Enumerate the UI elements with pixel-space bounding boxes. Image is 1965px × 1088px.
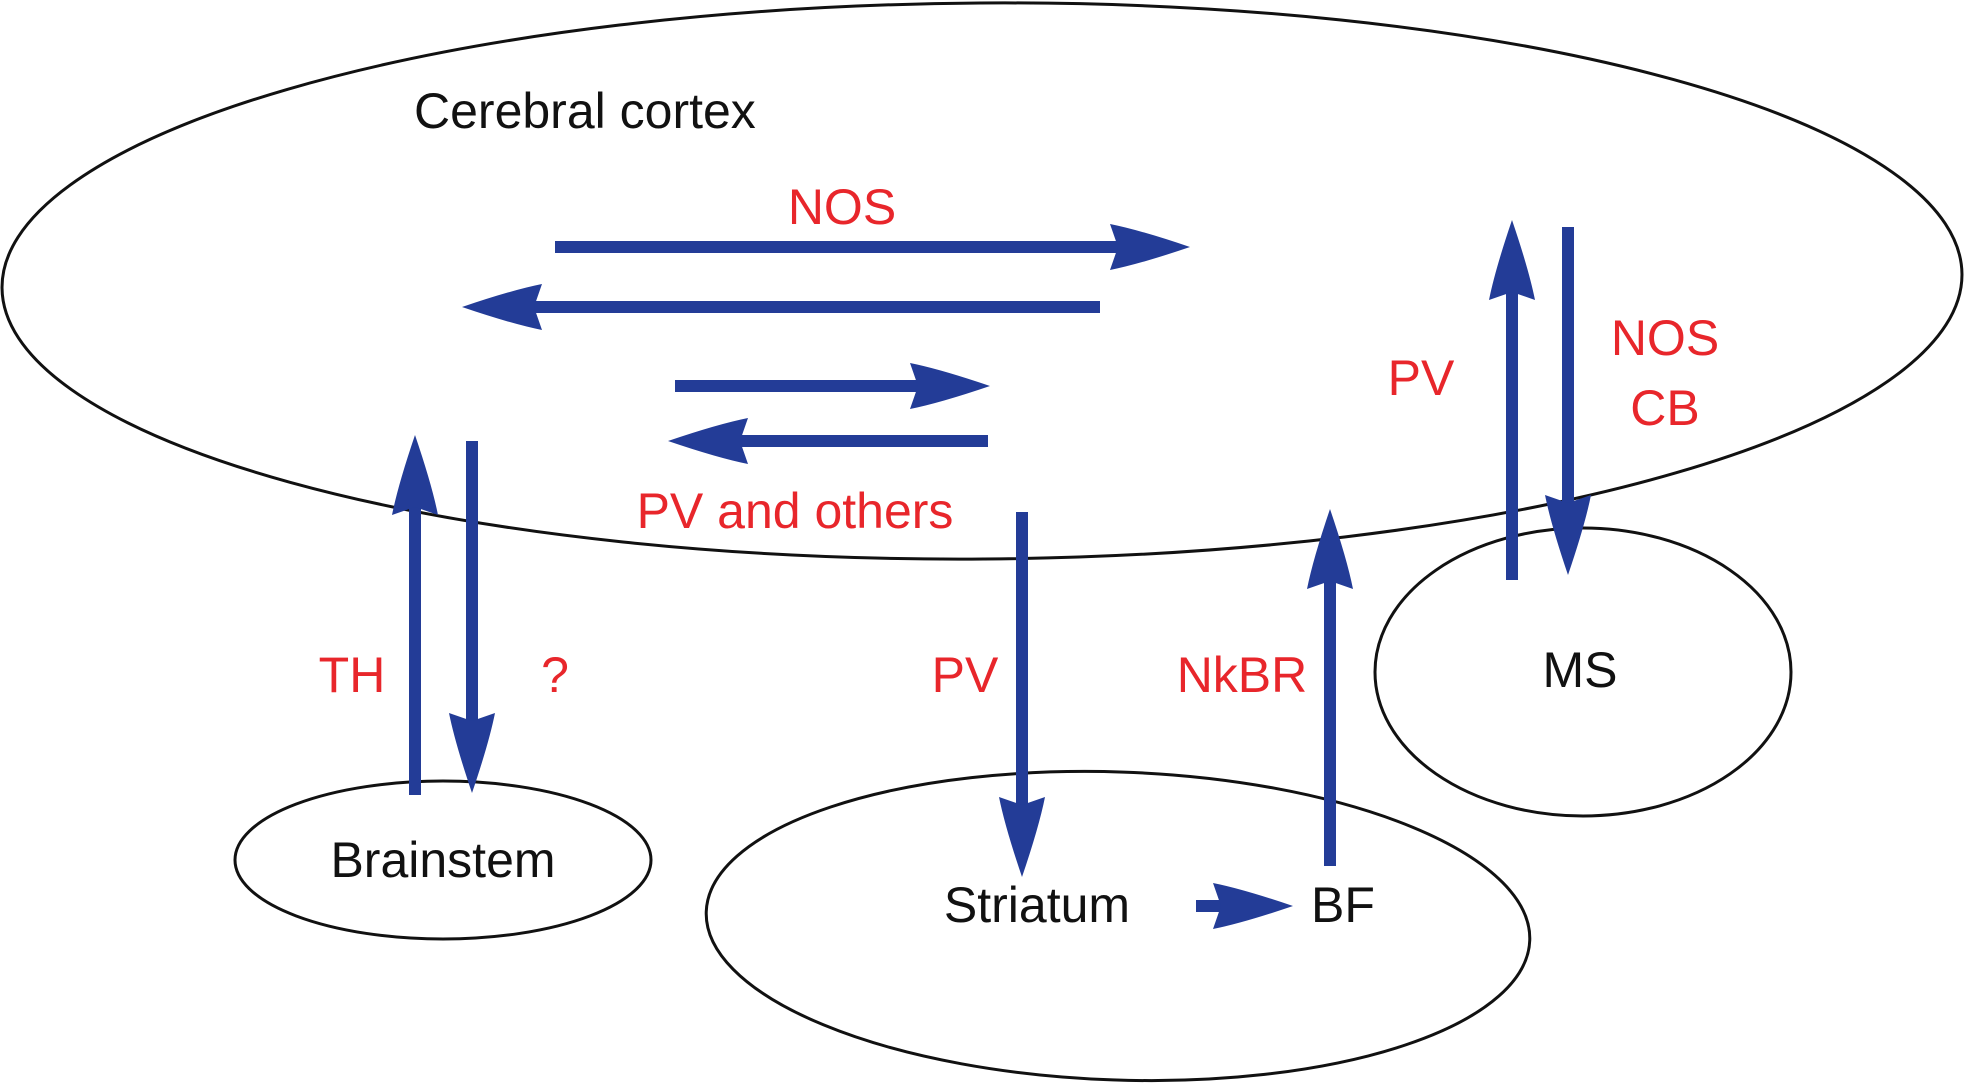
brainstem-to-cortex-arrow-head [392, 435, 438, 515]
cerebral-cortex-label: Cerebral cortex [414, 83, 756, 139]
cortex-to-striatum-arrow-head [999, 797, 1045, 877]
cortex-to-ms-arrow-head [1545, 495, 1591, 575]
striatum-to-bf-arrow-head [1213, 883, 1293, 929]
ms-label: MS [1543, 642, 1618, 698]
nkbr-label: NkBR [1177, 647, 1308, 703]
cortical-arrow-left-top-head [462, 284, 542, 330]
nos-ms-label: NOS [1611, 310, 1719, 366]
cortical-arrow-left-bottom-head [668, 418, 748, 464]
pv-striatum-label: PV [932, 647, 999, 703]
ms-region [1373, 526, 1793, 818]
cortex-to-brainstem-arrow-head [449, 713, 495, 793]
pv-ms-label: PV [1388, 350, 1455, 406]
bf-label: BF [1311, 877, 1375, 933]
nos-cortical-label: NOS [788, 179, 896, 235]
striatum-bf-region [704, 769, 1532, 1083]
bf-to-cortex-arrow-head [1307, 509, 1353, 589]
cortical-arrow-right-bottom-head [910, 363, 990, 409]
pv-and-others-label: PV and others [637, 483, 954, 539]
unknown-pathway-label: ? [541, 647, 569, 703]
brainstem-label: Brainstem [330, 832, 555, 888]
brainstem-region [233, 779, 653, 941]
cb-ms-label: CB [1630, 380, 1699, 436]
striatum-label: Striatum [944, 877, 1130, 933]
th-label: TH [319, 647, 386, 703]
ms-to-cortex-arrow-head [1489, 220, 1535, 300]
cortical-arrow-right-top-head [1110, 224, 1190, 270]
cerebral-cortex-region [0, 1, 1964, 561]
